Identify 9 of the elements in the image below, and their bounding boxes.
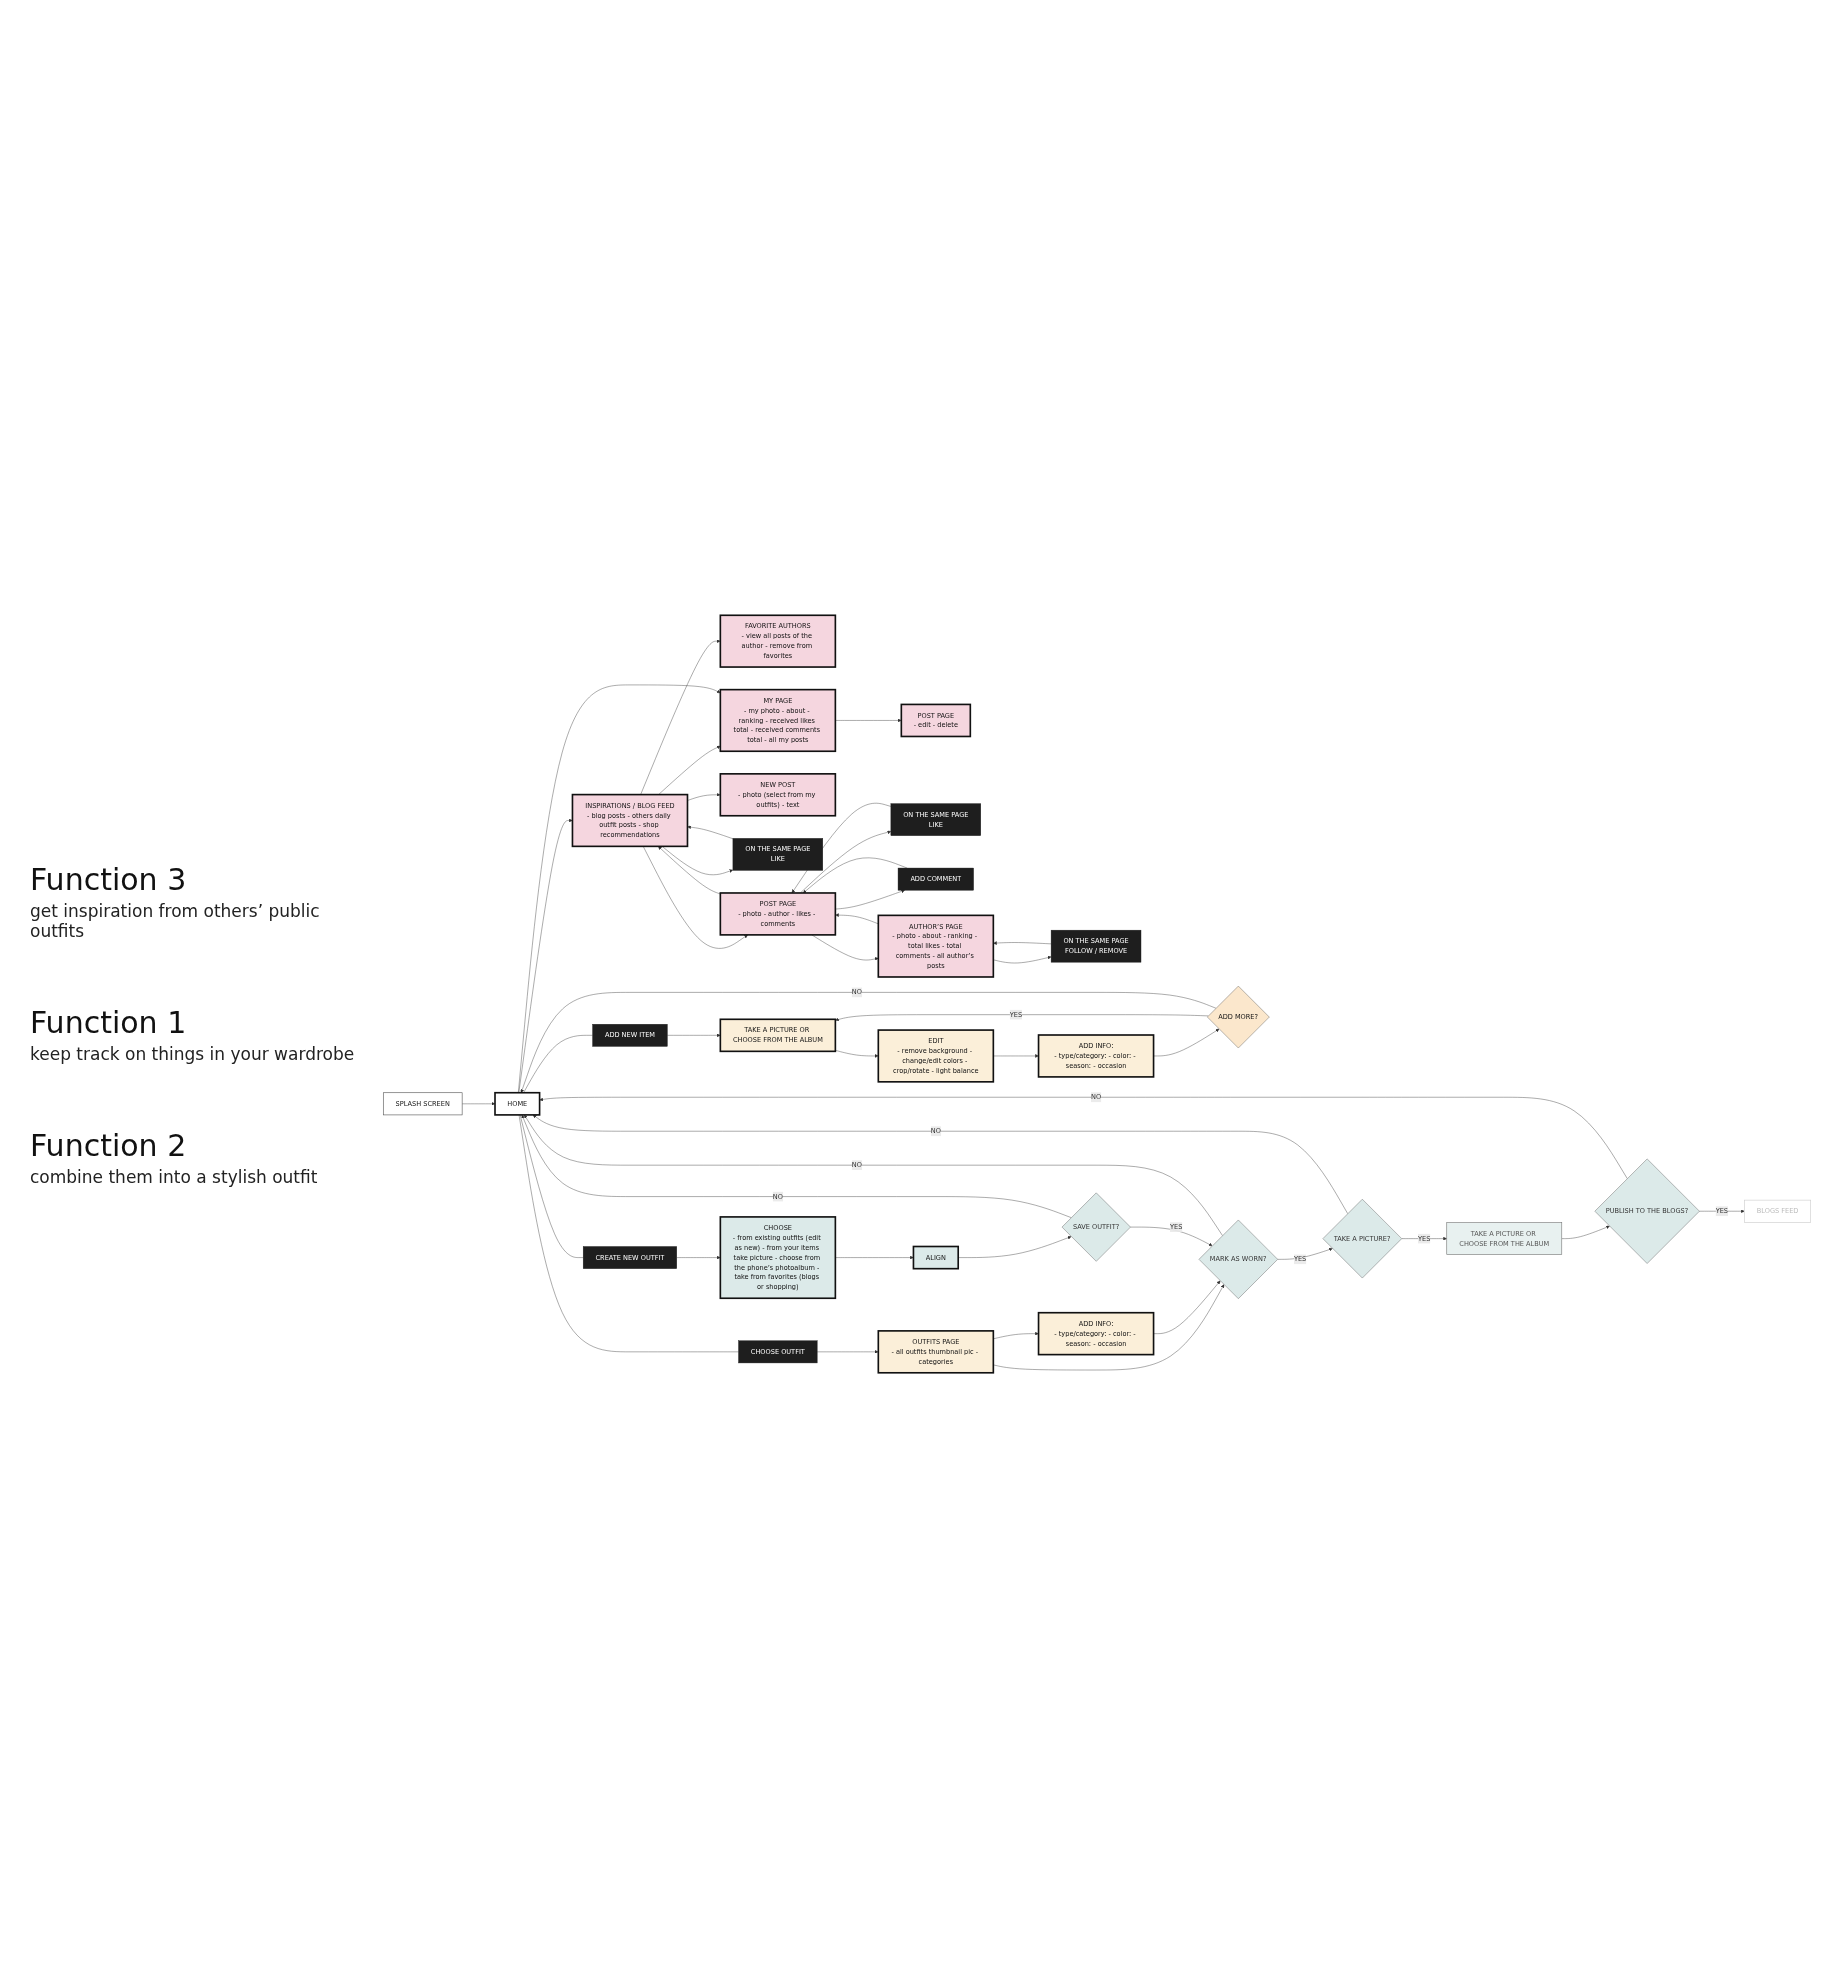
section-heading: Function 2 (30, 1127, 188, 1163)
section-description: get inspiration from others’ public outfits (30, 900, 321, 941)
section-heading: Function 1 (30, 1004, 188, 1040)
connector (519, 1114, 584, 1258)
connector (518, 1114, 739, 1352)
section-heading: Function 3 (30, 861, 188, 897)
section-description: keep track on things in your wardrobe (30, 1043, 356, 1064)
section-description: combine them into a stylish outfit (30, 1166, 319, 1187)
connector (523, 1035, 593, 1093)
